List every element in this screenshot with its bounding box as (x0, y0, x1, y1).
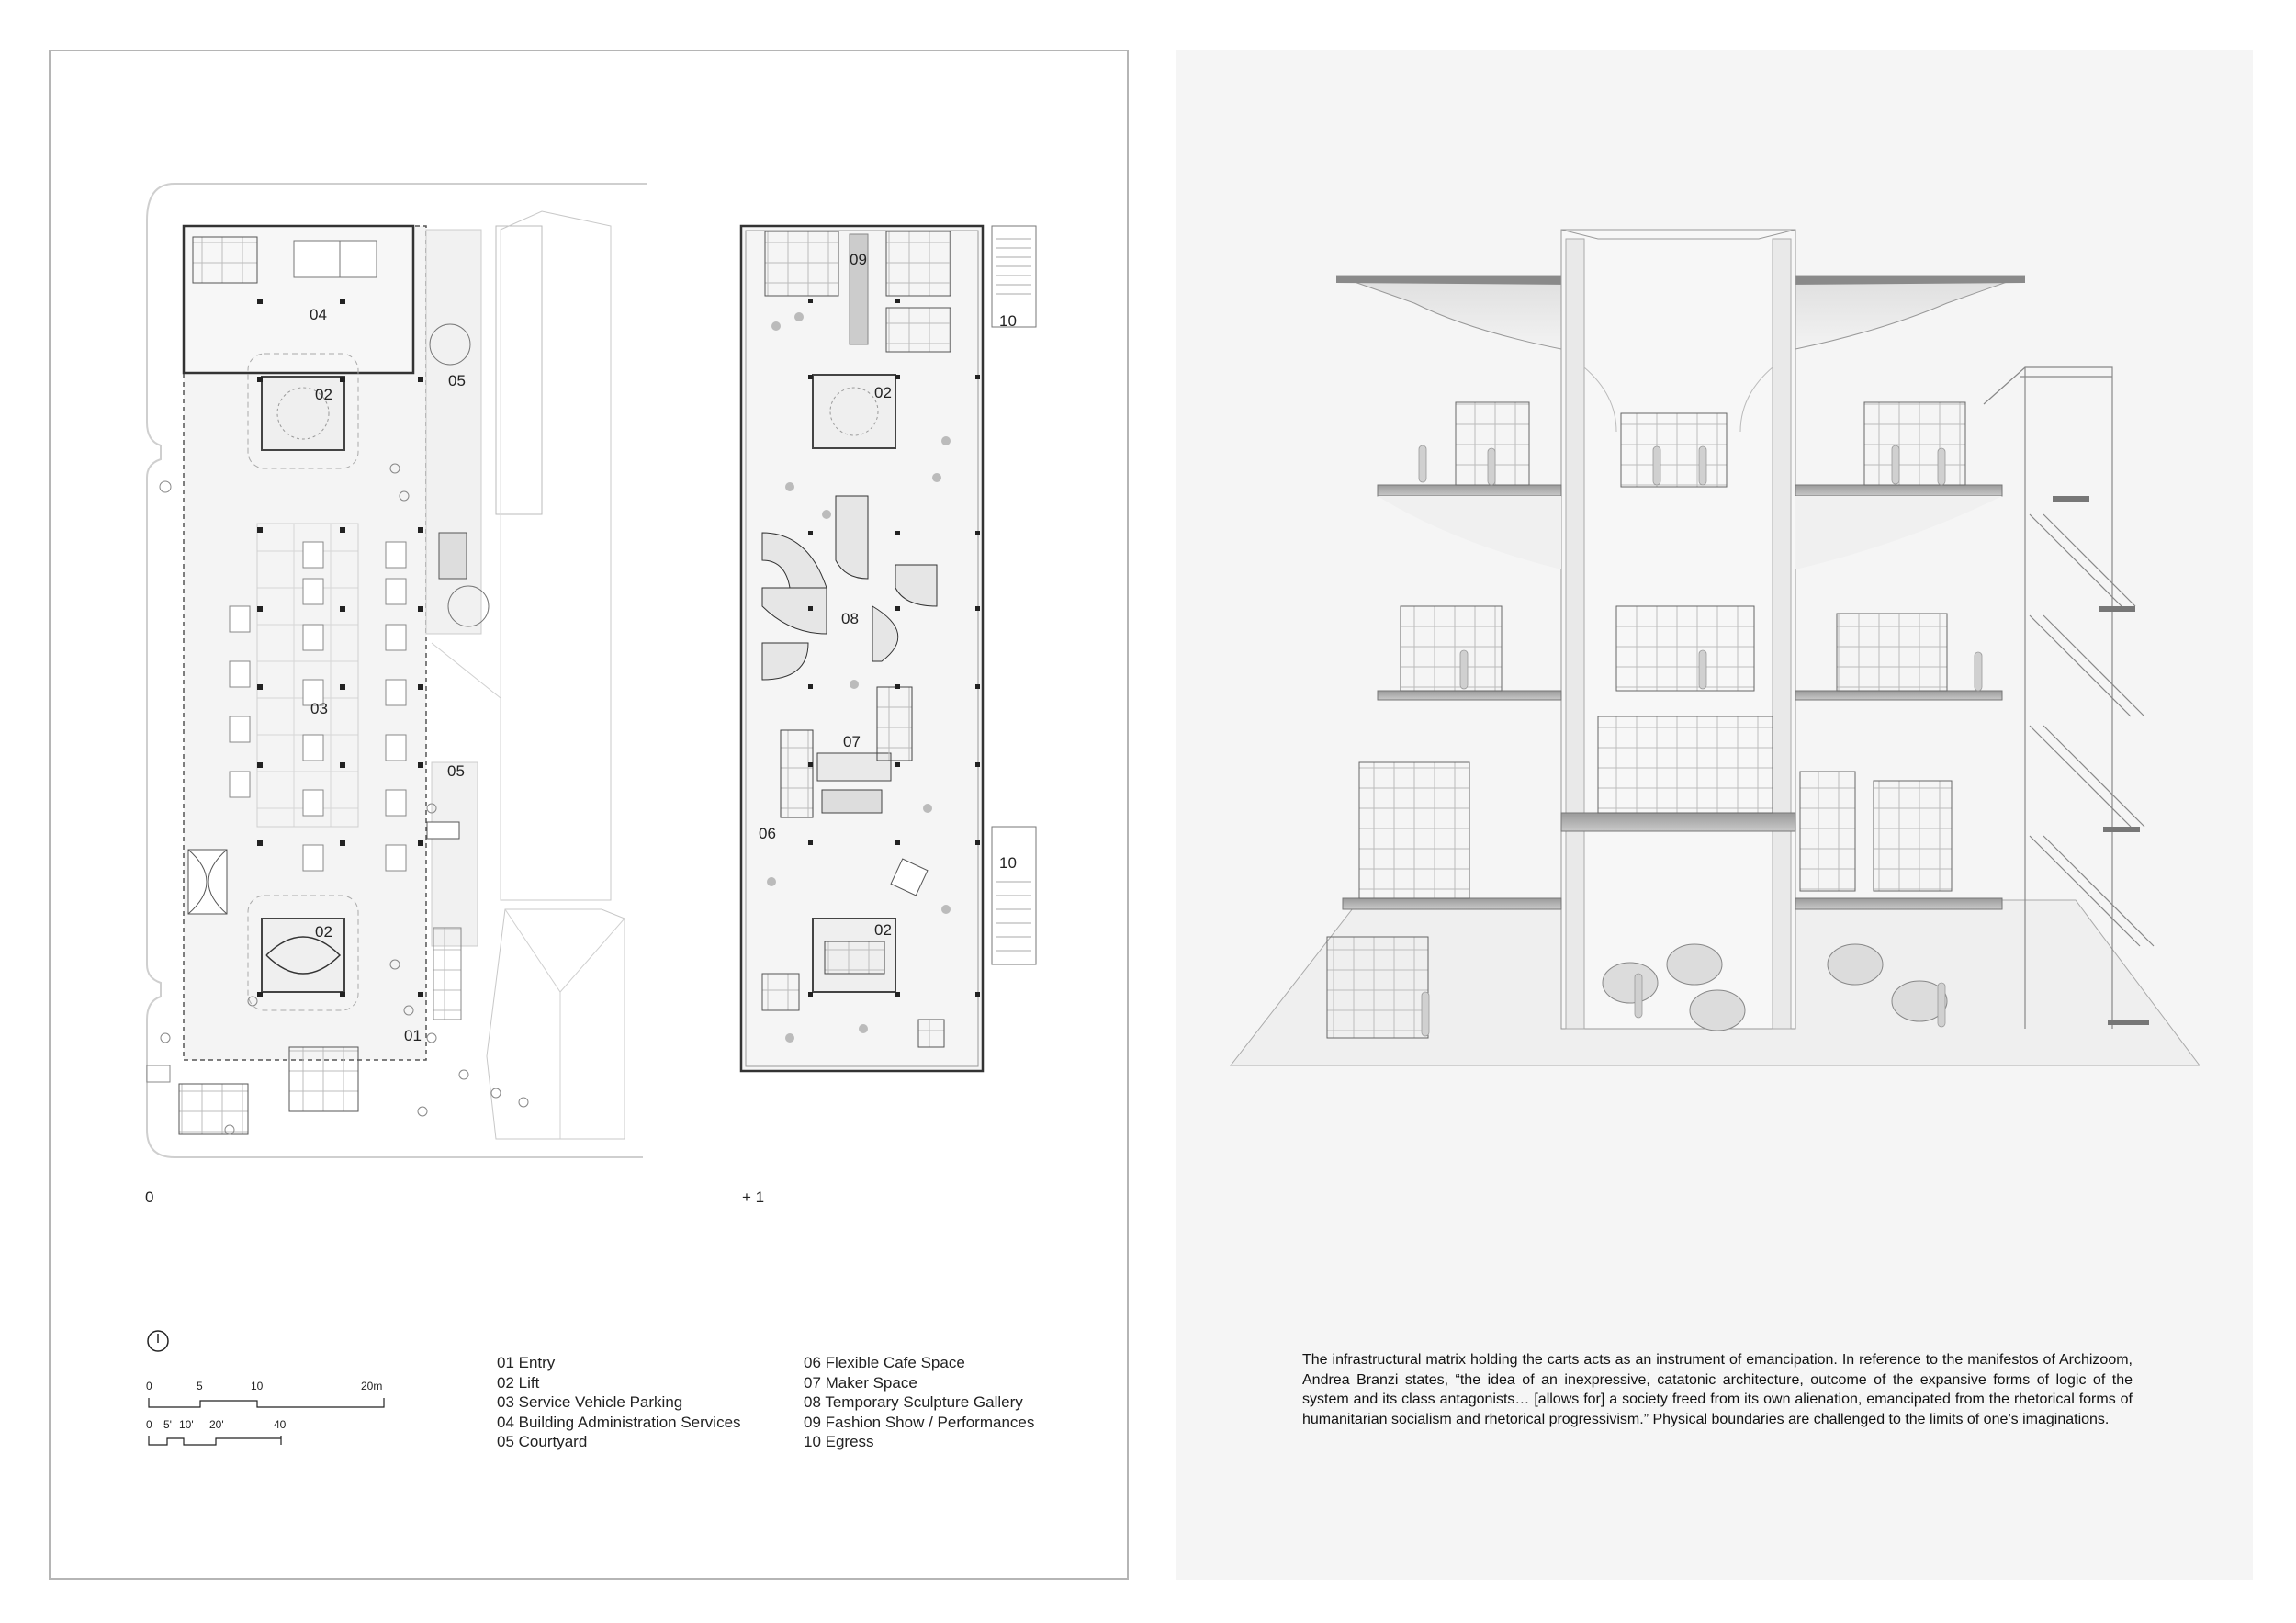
scale-tick: 10' (179, 1418, 194, 1431)
scale-tick: 10 (251, 1380, 264, 1392)
legend-item: 08 Temporary Sculpture Gallery (804, 1393, 1023, 1411)
room-tag-egress: 10 (999, 854, 1017, 872)
room-tag-admin: 04 (310, 306, 327, 323)
legend-column-2: 06 Flexible Cafe Space 07 Maker Space 08… (804, 1353, 1034, 1452)
legend-item: 01 Entry (497, 1354, 556, 1371)
room-tag-entry: 01 (404, 1027, 422, 1044)
legend-item: 03 Service Vehicle Parking (497, 1393, 683, 1411)
room-tag-lift: 02 (315, 923, 332, 941)
ground-floor-plan (146, 183, 647, 1158)
north-arrow (147, 1330, 169, 1352)
room-tag-courtyard: 05 (447, 762, 465, 780)
room-tag-cafe: 06 (759, 825, 776, 842)
room-tag-lift: 02 (874, 384, 892, 401)
room-tag-gallery: 08 (841, 610, 859, 627)
scale-tick: 5' (163, 1418, 172, 1431)
scale-tick: 0 (146, 1380, 152, 1392)
room-tag-maker-space: 07 (843, 733, 861, 750)
legend-item: 04 Building Administration Services (497, 1413, 741, 1431)
scale-bar-metric-graphic (148, 1398, 385, 1408)
legend-column-1: 01 Entry 02 Lift 03 Service Vehicle Park… (497, 1353, 741, 1452)
legend-item: 05 Courtyard (497, 1433, 588, 1450)
room-tag-lift: 02 (315, 386, 332, 403)
legend-item: 07 Maker Space (804, 1373, 917, 1392)
scale-tick: 20' (209, 1418, 224, 1431)
room-tag-egress: 10 (999, 312, 1017, 330)
scale-tick: 40' (274, 1418, 288, 1431)
legend-item: 02 Lift (497, 1373, 540, 1392)
room-tag-courtyard: 05 (448, 372, 466, 389)
level-label-first: + 1 (742, 1189, 765, 1206)
section-perspective (1229, 229, 2200, 1066)
legend-item: 09 Fashion Show / Performances (804, 1413, 1035, 1431)
section-caption: The infrastructural matrix holding the c… (1302, 1352, 2133, 1427)
first-floor-plan (739, 224, 1037, 1073)
scale-tick: 0 (146, 1418, 152, 1431)
scale-tick: 20m (361, 1380, 383, 1392)
room-tag-fashion-show: 09 (850, 251, 867, 268)
room-tag-lift: 02 (874, 921, 892, 939)
legend-item: 06 Flexible Cafe Space (804, 1354, 965, 1371)
legend-item: 10 Egress (804, 1433, 874, 1450)
room-tag-parking: 03 (310, 700, 328, 717)
scale-bar-imperial-graphic (148, 1436, 282, 1446)
scale-tick: 5 (197, 1380, 203, 1392)
level-label-ground: 0 (145, 1189, 154, 1206)
